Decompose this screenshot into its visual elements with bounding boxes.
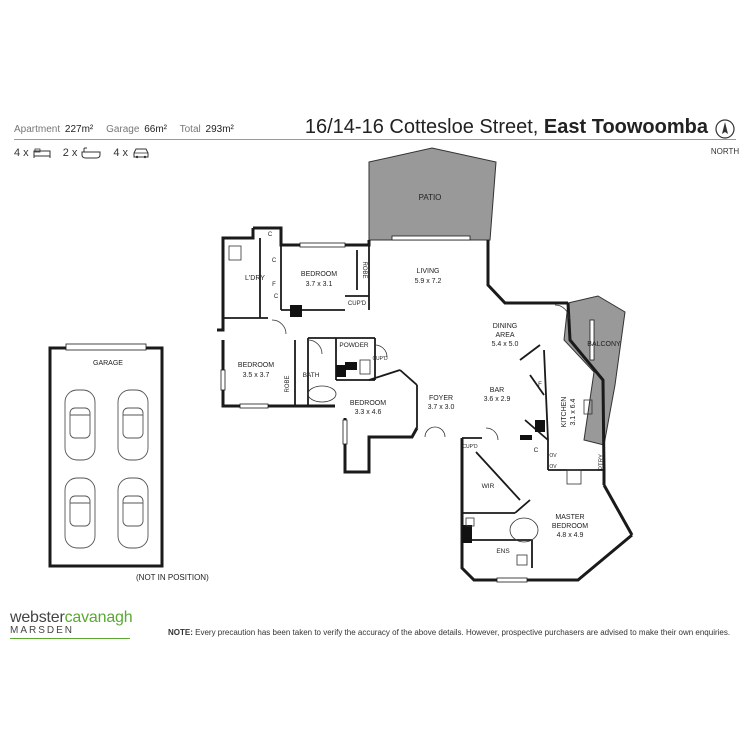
bar-dim: 3.6 x 2.9 [484, 396, 511, 403]
dining-label: DINING [493, 323, 518, 330]
car-icon [117, 389, 149, 461]
wall-blocks [290, 305, 545, 543]
bedroom3-dim: 3.3 x 4.6 [355, 409, 382, 416]
agency-logo: webstercavanagh MARSDEN [10, 609, 133, 639]
cupd2-label: CUP'D [372, 356, 388, 362]
living-dim: 5.9 x 7.2 [415, 278, 442, 285]
master-label-2: BEDROOM [552, 523, 588, 530]
garage-value: 66m² [144, 124, 167, 135]
windows [220, 235, 595, 583]
interior-walls [223, 238, 604, 568]
robe2-label: ROBE [285, 375, 291, 392]
address-suburb: East Toowoomba [543, 116, 708, 138]
f1-label: F [272, 282, 276, 288]
area-summary: Apartment 227m² Garage 66m² Total 293m² [14, 124, 244, 135]
bed-count: 4 x [14, 147, 29, 159]
north-indicator: NORTH [706, 118, 744, 156]
logo-underline [10, 638, 130, 639]
cupd1-label: CUP'D [348, 301, 367, 307]
ptry-label: PTRY [599, 454, 605, 470]
fixtures [228, 245, 593, 566]
apartment-value: 227m² [64, 124, 94, 135]
patio-label: PATIO [419, 193, 442, 202]
bedroom2-label: BEDROOM [238, 362, 274, 369]
door-swings [271, 304, 570, 441]
car-icon [117, 477, 149, 549]
ens-label: ENS [496, 548, 510, 555]
c4-label: C [534, 447, 539, 454]
disclaimer: NOTE: Every precaution has been taken to… [168, 628, 730, 637]
bedroom2-dim: 3.5 x 3.7 [243, 372, 270, 379]
ov2-label: OV [549, 464, 557, 470]
foyer-dim: 3.7 x 3.0 [428, 404, 455, 411]
bath-count: 2 x [62, 147, 78, 159]
patio-area [368, 147, 497, 241]
dining-label-2: AREA [495, 332, 514, 339]
garage-label: GARAGE [93, 360, 123, 367]
car-icon [64, 389, 96, 461]
logo-word2: cavanagh [64, 609, 133, 626]
bar-label: BAR [490, 387, 504, 394]
header-rule [14, 139, 736, 140]
bath-label: BATH [303, 372, 320, 379]
kitchen-label: KITCHEN [561, 397, 568, 428]
c1-label: C [268, 232, 273, 238]
bed-icon [33, 148, 51, 158]
exterior-walls [217, 226, 634, 582]
balcony-label: BALCONY [587, 341, 621, 348]
feature-counts: 4 x 2 x 4 x [14, 147, 158, 159]
bath-icon [81, 147, 101, 159]
logo-word1: webster [10, 609, 65, 626]
disclaimer-label: NOTE: [168, 628, 193, 637]
bedroom3-label: BEDROOM [350, 400, 386, 407]
room-labels: PATIO LIVING 5.9 x 7.2 BEDROOM 3.7 x 3.1… [238, 193, 621, 555]
wir-label: WIR [482, 483, 495, 490]
logo-line2: MARSDEN [10, 625, 75, 636]
powder-label: POWDER [339, 342, 369, 349]
disclaimer-text: Every precaution has been taken to verif… [195, 628, 731, 637]
total-label: Total [179, 124, 201, 135]
compass-icon [715, 119, 735, 139]
north-label: NORTH [710, 147, 740, 156]
cupd3-label: CUP'D [462, 444, 478, 450]
logo-line1: webstercavanagh [10, 609, 133, 627]
garage-cars [64, 389, 149, 549]
ov1-label: OV [549, 453, 557, 459]
master-dim: 4.8 x 4.9 [557, 532, 584, 539]
car-icon [133, 148, 149, 159]
dining-dim: 5.4 x 5.0 [492, 341, 519, 348]
ldry-label: L'DRY [245, 275, 265, 282]
garage-label: Garage [106, 124, 140, 135]
car-icon [64, 477, 96, 549]
car-count: 4 x [113, 147, 129, 159]
property-address: 16/14-16 Cottesloe Street, East Toowoomb… [305, 116, 708, 139]
foyer-label: FOYER [429, 395, 453, 402]
f2-label: F [538, 382, 542, 388]
master-label: MASTER [555, 514, 584, 521]
c3-label: C [274, 294, 279, 300]
robe1-label: ROBE [361, 261, 367, 278]
garage-not-in-position: (NOT IN POSITION) [136, 573, 209, 582]
apartment-label: Apartment [14, 124, 61, 135]
total-value: 293m² [205, 124, 234, 135]
bedroom1-label: BEDROOM [301, 271, 337, 278]
c2-label: C [272, 258, 277, 264]
bedroom1-dim: 3.7 x 3.1 [306, 281, 333, 288]
address-street: 16/14-16 Cottesloe Street, [304, 116, 539, 138]
garage-block: GARAGE [48, 343, 164, 568]
kitchen-dim: 3.1 x 6.4 [570, 398, 577, 425]
living-label: LIVING [417, 268, 440, 275]
